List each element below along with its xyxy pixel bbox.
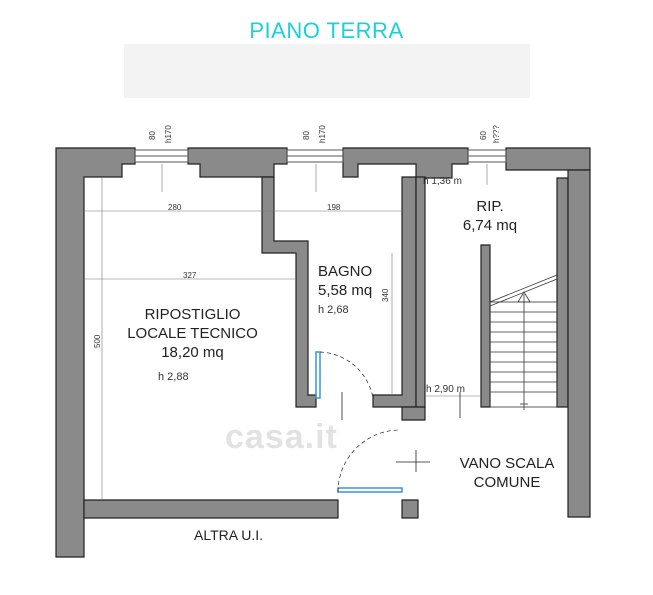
stairs-arrow-head (517, 291, 531, 303)
watermark: casa.it (225, 418, 338, 456)
wall-mid-stub (401, 406, 426, 421)
ripostiglio-area: 18,20 mq (161, 344, 224, 361)
wall-rip-inner (480, 244, 491, 408)
ripostiglio-height: h 2,88 (158, 371, 189, 383)
door-bagno-arc (319, 351, 374, 399)
door-guides (341, 392, 461, 472)
ripostiglio-name-1: RIPOSTIGLIO (144, 306, 241, 323)
wall-bottom-right (401, 499, 419, 519)
bagno-name: BAGNO (318, 263, 373, 280)
dimension-lines (84, 177, 481, 500)
dim-280: 280 (168, 203, 182, 212)
window-1-height: h170 (164, 125, 173, 143)
wall-rip-right (556, 177, 569, 408)
rip-name: RIP. (476, 198, 504, 215)
window-1-width: 80 (148, 131, 157, 140)
floor-title: PIANO TERRA (249, 18, 404, 43)
dim-500: 500 (93, 334, 102, 348)
dim-340: 340 (381, 288, 390, 302)
rip-height-bottom: h 2,90 m (426, 384, 465, 395)
altra-ui-label: ALTRA U.I. (194, 527, 263, 543)
door-bagno-leaf (315, 351, 321, 399)
dim-327: 327 (183, 271, 197, 280)
rip-area: 6,74 mq (462, 217, 518, 234)
walls (55, 147, 591, 558)
window-3-height: h??? (492, 125, 501, 143)
wall-top-mid2 (342, 147, 469, 179)
window-2-height: h170 (318, 125, 327, 143)
window-2-width: 80 (302, 131, 311, 140)
title-block (124, 44, 530, 98)
rip-height-top: h 1,36 m (423, 176, 462, 187)
bagno-area: 5,58 mq (318, 282, 373, 299)
bagno-label: BAGNO 5,58 mq (318, 262, 372, 300)
wall-bottom (83, 499, 339, 519)
vano-scala-name-2: COMUNE (473, 474, 541, 491)
door-main-leaf (337, 487, 403, 493)
window-guides (161, 164, 488, 192)
ripostiglio-name-2: LOCALE TECNICO (127, 325, 258, 342)
wall-rip-left (415, 176, 426, 408)
vano-scala-name-1: VANO SCALA (459, 455, 555, 472)
door-main-arc (337, 429, 401, 493)
wall-top-right (505, 147, 591, 171)
wall-top-mid1 (187, 147, 288, 178)
stairs (489, 274, 558, 410)
bagno-height: h 2,68 (318, 304, 349, 316)
windows (134, 149, 507, 163)
vano-scala-label: VANO SCALA COMUNE (448, 454, 566, 492)
wall-right-bottom (567, 169, 591, 518)
rip-label: RIP. 6,74 mq (455, 197, 525, 235)
wall-bagno-right (372, 176, 417, 408)
dim-198: 198 (327, 203, 341, 212)
wall-bagno-left (261, 176, 317, 408)
doors (315, 351, 403, 493)
ripostiglio-label: RIPOSTIGLIO LOCALE TECNICO 18,20 mq (120, 305, 265, 362)
window-3-width: 60 (479, 131, 488, 140)
